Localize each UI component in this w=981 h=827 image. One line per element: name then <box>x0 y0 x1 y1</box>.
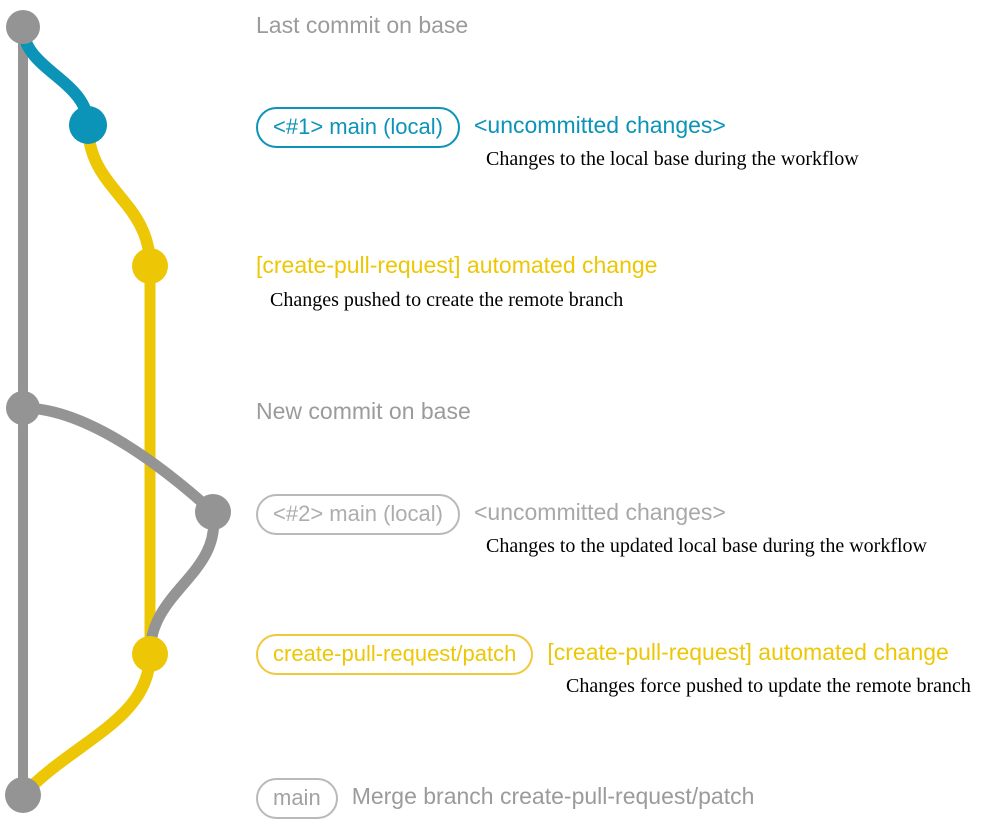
entry-local-commit-2: <#2> main (local) <uncommitted changes> <box>256 494 726 535</box>
ref-pill-local-commit-1[interactable]: <#1> main (local) <box>256 107 460 148</box>
commit-subject-merge-commit: Merge branch create-pull-request/patch <box>351 783 755 809</box>
patch-merge-line <box>17 648 156 801</box>
ref-pill-merge-commit[interactable]: main <box>256 778 338 819</box>
entry-local-commit-1: <#1> main (local) <uncommitted changes> <box>256 107 726 148</box>
commit-subject-local-commit-2: <uncommitted changes> <box>473 499 726 525</box>
commit-caption-local-commit-1: Changes to the local base during the wor… <box>486 148 859 170</box>
commit-node-new-commit-on-base[interactable] <box>6 391 40 425</box>
commit-caption-local-commit-2: Changes to the updated local base during… <box>486 535 927 557</box>
commit-node-automated-change-2[interactable] <box>132 636 168 672</box>
commit-caption-automated-change-1: Changes pushed to create the remote bran… <box>270 289 624 311</box>
commit-node-local-commit-1[interactable] <box>69 106 107 144</box>
entry-merge-commit: main Merge branch create-pull-request/pa… <box>256 778 754 819</box>
commit-subject-automated-change-2: [create-pull-request] automated change <box>547 639 949 665</box>
commit-node-merge-commit[interactable] <box>5 777 41 813</box>
entry-automated-change-1: [create-pull-request] automated change <box>256 252 657 279</box>
ref-pill-local-commit-2[interactable]: <#2> main (local) <box>256 494 460 535</box>
commit-subject-last-commit-on-base: Last commit on base <box>256 12 469 38</box>
updated-local-merge-line <box>144 506 220 660</box>
commit-subject-automated-change-1: [create-pull-request] automated change <box>256 252 658 278</box>
commit-subject-local-commit-1: <uncommitted changes> <box>473 112 726 138</box>
ref-pill-automated-change-2[interactable]: create-pull-request/patch <box>256 634 534 675</box>
patch-branch-line-upper <box>82 119 156 272</box>
updated-local-branch-line <box>17 402 219 518</box>
entry-automated-change-2: create-pull-request/patch [create-pull-r… <box>256 634 949 675</box>
commit-caption-automated-change-2: Changes force pushed to update the remot… <box>566 675 971 697</box>
commit-node-local-commit-2[interactable] <box>195 494 231 530</box>
commit-node-automated-change-1[interactable] <box>132 248 168 284</box>
entry-last-commit-on-base: Last commit on base <box>256 12 468 39</box>
commit-subject-new-commit-on-base: New commit on base <box>256 398 471 424</box>
entry-new-commit-on-base: New commit on base <box>256 398 471 425</box>
commit-node-last-commit-on-base[interactable] <box>6 10 40 44</box>
